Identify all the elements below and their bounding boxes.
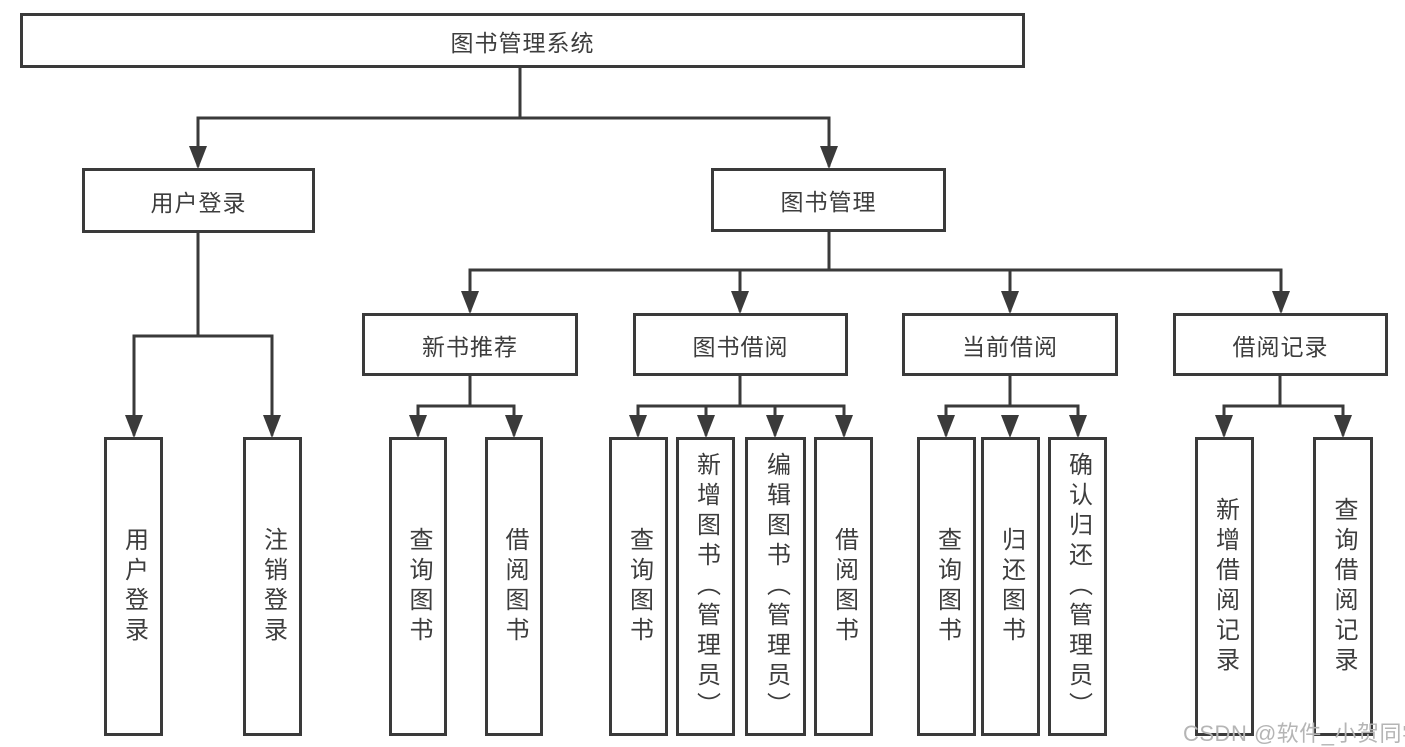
node-borrow-record: 借阅记录: [1173, 313, 1388, 376]
leaf-borrow-books-recommend-label: 借阅图书: [501, 526, 528, 647]
leaf-user-login-label: 用户登录: [120, 526, 148, 647]
leaf-add-books-admin: 新增图书（管理员）: [676, 437, 735, 736]
node-book-borrow: 图书借阅: [633, 313, 848, 376]
node-new-book-recommend-label: 新书推荐: [422, 333, 518, 360]
node-root: 图书管理系统: [20, 13, 1025, 68]
leaf-add-books-admin-label: 新增图书（管理员）: [692, 451, 720, 722]
node-book-management: 图书管理: [711, 168, 946, 232]
node-current-borrow-label: 当前借阅: [962, 333, 1058, 360]
leaf-return-books: 归还图书: [981, 437, 1040, 736]
leaf-query-books-recommend: 查询图书: [389, 437, 447, 736]
leaf-query-books-recommend-label: 查询图书: [405, 526, 432, 647]
leaf-user-login: 用户登录: [104, 437, 163, 736]
leaf-confirm-return-admin: 确认归还（管理员）: [1048, 437, 1107, 736]
leaf-query-books-current-label: 查询图书: [933, 526, 961, 647]
leaf-logout: 注销登录: [243, 437, 302, 736]
watermark-text: CSDN @软件_小贺同学: [1183, 721, 1405, 746]
leaf-add-borrow-record-label: 新增借阅记录: [1211, 496, 1239, 677]
node-book-management-label: 图书管理: [780, 189, 877, 215]
leaf-return-books-label: 归还图书: [997, 526, 1025, 647]
arrowheads: [125, 146, 1352, 438]
leaf-query-books-current: 查询图书: [917, 437, 976, 736]
leaf-query-borrow-record: 查询借阅记录: [1313, 437, 1373, 736]
leaf-borrow-books: 借阅图书: [814, 437, 873, 736]
leaf-add-borrow-record: 新增借阅记录: [1195, 437, 1254, 736]
leaf-borrow-books-label: 借阅图书: [830, 526, 858, 647]
node-current-borrow: 当前借阅: [902, 313, 1118, 376]
node-user-login: 用户登录: [82, 168, 315, 233]
leaf-query-books-borrow-label: 查询图书: [625, 526, 653, 647]
leaf-confirm-return-admin-label: 确认归还（管理员）: [1064, 451, 1092, 722]
leaf-logout-label: 注销登录: [259, 526, 287, 647]
leaf-edit-books-admin-label: 编辑图书（管理员）: [762, 451, 790, 722]
node-new-book-recommend: 新书推荐: [362, 313, 578, 376]
node-root-label: 图书管理系统: [450, 29, 595, 56]
node-book-borrow-label: 图书借阅: [692, 333, 789, 360]
leaf-edit-books-admin: 编辑图书（管理员）: [745, 437, 806, 736]
node-borrow-record-label: 借阅记录: [1232, 333, 1329, 360]
leaf-query-borrow-record-label: 查询借阅记录: [1330, 496, 1357, 677]
node-user-login-label: 用户登录: [150, 189, 247, 216]
leaf-query-books-borrow: 查询图书: [609, 437, 668, 736]
leaf-borrow-books-recommend: 借阅图书: [485, 437, 543, 736]
